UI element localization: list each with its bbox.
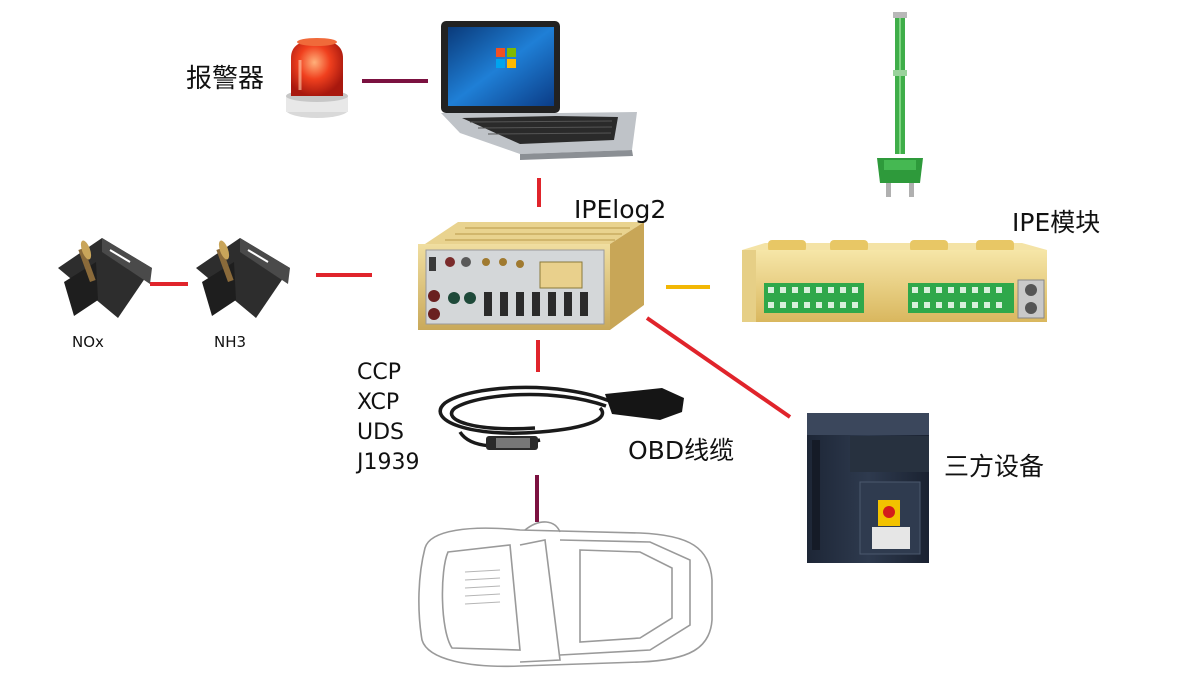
ipelog2-device-icon: [418, 222, 644, 330]
protocol-item: CCP: [357, 360, 401, 385]
third-party-label: 三方设备: [944, 452, 1045, 481]
nh3-sensor-icon: [196, 238, 290, 318]
obd-cable-label: OBD线缆: [628, 436, 735, 465]
obd-cable-icon: [438, 385, 684, 450]
protocol-item: XCP: [357, 390, 400, 415]
connection-lines: [150, 79, 792, 522]
ipe-module-icon: [742, 240, 1047, 322]
protocol-list: CCP XCP UDS J1939: [357, 358, 419, 478]
ipe-module-label: IPE模块: [1012, 208, 1101, 237]
link-ipelog-thirdparty: [645, 316, 792, 419]
laptop-icon: [441, 21, 637, 160]
car-icon: [418, 521, 713, 668]
alarm-label: 报警器: [186, 64, 265, 94]
nox-sensor-icon: [58, 238, 152, 318]
protocol-item: J1939: [357, 450, 420, 475]
alarm-light-icon: [286, 38, 348, 118]
temperature-probe-icon: [877, 12, 923, 197]
protocol-item: UDS: [357, 420, 405, 445]
nox-label: NOx: [72, 333, 104, 351]
ipelog2-label: IPElog2: [574, 195, 667, 224]
nh3-label: NH3: [214, 333, 247, 351]
third-party-equipment-icon: [807, 413, 929, 563]
